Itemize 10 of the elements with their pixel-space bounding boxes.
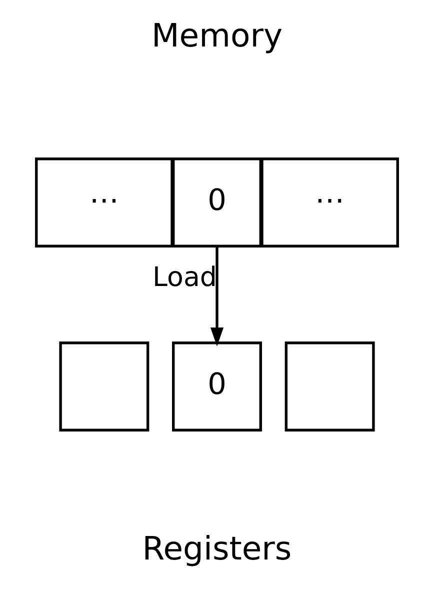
- node-box: ⋯: [35, 158, 174, 248]
- node-box: 0: [172, 342, 262, 432]
- node-box: 0: [172, 158, 262, 248]
- edge-label: Load: [152, 262, 217, 294]
- label: Memory: [151, 16, 283, 54]
- label: Registers: [142, 529, 292, 568]
- node-box: ⋯: [260, 158, 399, 248]
- node-box: [59, 342, 150, 432]
- arrow: [210, 246, 224, 346]
- node-box: [284, 342, 375, 432]
